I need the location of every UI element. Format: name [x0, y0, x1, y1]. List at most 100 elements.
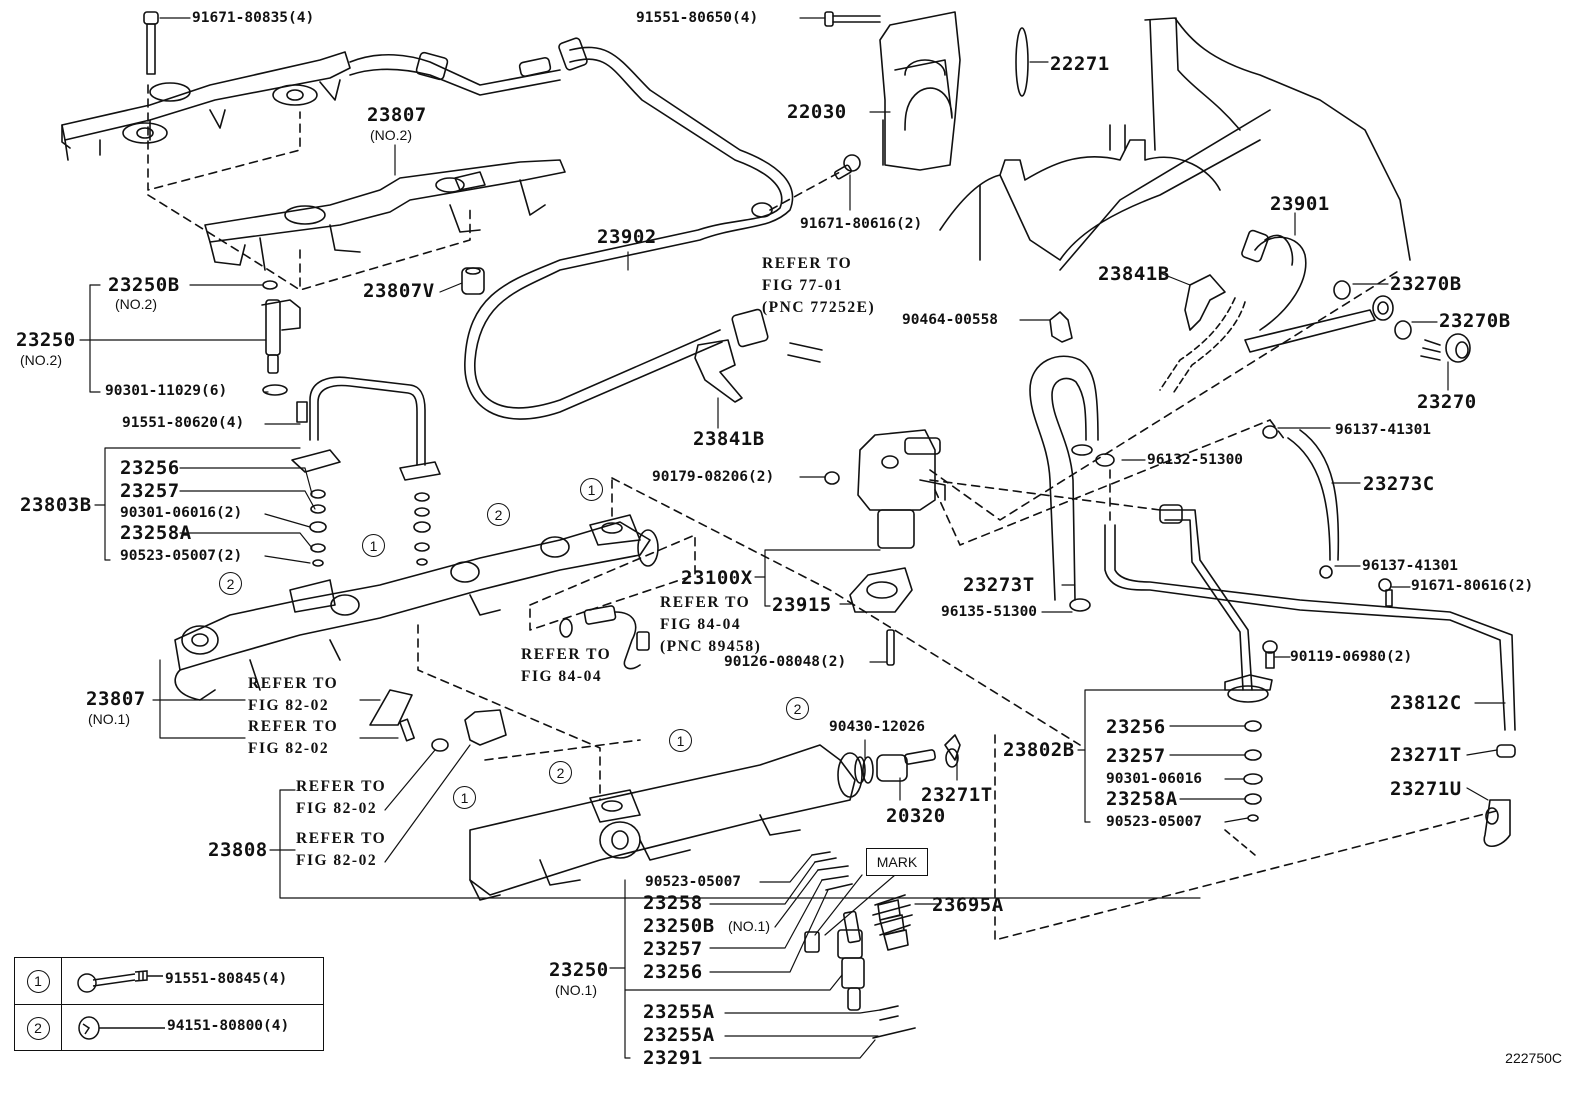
part-label[interactable]: 23250 [16, 329, 76, 351]
part-label[interactable]: 23258A [1106, 788, 1178, 810]
alignment-dashes-top-left [147, 84, 471, 291]
reference-note-fig-84-04[interactable]: REFER TO FIG 84-04 [521, 646, 612, 685]
reference-note-fig-82-02[interactable]: REFER TO FIG 82-02 [296, 778, 387, 817]
nut-90179-08206 [824, 471, 840, 485]
part-label[interactable]: 23915 [772, 594, 832, 616]
part-label[interactable]: 90301-11029(6) [105, 383, 228, 399]
part-label[interactable]: 90119-06980(2) [1290, 649, 1413, 665]
part-label[interactable]: 23802B [1003, 739, 1075, 761]
part-label[interactable]: 23807V [363, 280, 435, 302]
hose-clip-23841b-right [1184, 274, 1226, 331]
gasket-23915 [849, 567, 913, 613]
part-label[interactable]: 23902 [597, 226, 657, 248]
part-label[interactable]: 91671-80835(4) [192, 10, 315, 26]
part-label[interactable]: 91671-80616(2) [800, 216, 923, 232]
part-label[interactable]: 23250B [108, 274, 180, 296]
part-label[interactable]: 23291 [643, 1047, 703, 1069]
part-label[interactable]: 22030 [787, 101, 847, 123]
clip-23271t-mid [862, 734, 961, 784]
part-label[interactable]: 23695A [932, 894, 1004, 916]
part-label[interactable]: 96137-41301 [1335, 422, 1432, 438]
part-label[interactable]: 23100X [681, 567, 753, 589]
crossover-fuel-pipe [291, 376, 441, 481]
part-label[interactable]: 90301-06016(2) [120, 505, 243, 521]
part-label[interactable]: 23258 [643, 892, 703, 914]
hose-fittings-right [1483, 744, 1516, 848]
part-label[interactable]: 23256 [1106, 716, 1166, 738]
part-label[interactable]: 90430-12026 [829, 719, 926, 735]
part-label[interactable]: 22271 [1050, 53, 1110, 75]
part-label[interactable]: 23808 [208, 839, 268, 861]
part-label[interactable]: 23270B [1390, 273, 1462, 295]
part-label[interactable]: 91671-80616(2) [1411, 578, 1534, 594]
reference-note-fig-77-01[interactable]: REFER TO FIG 77-01 (PNC 77252E) [762, 255, 876, 316]
washer-stack-right [1224, 720, 1263, 856]
part-label[interactable]: 90126-08048(2) [724, 654, 847, 670]
reference-note-fig-82-02[interactable]: REFER TO FIG 82-02 [248, 675, 339, 714]
part-label[interactable]: 23812C [1390, 692, 1462, 714]
hose-23901 [1159, 229, 1394, 396]
legend-key: 2 [15, 1005, 62, 1051]
part-label[interactable]: 23250B [643, 915, 715, 937]
part-label[interactable]: 96132-51300 [1147, 452, 1244, 468]
part-label[interactable]: 90523-05007(2) [120, 548, 243, 564]
throttle-body [879, 11, 961, 171]
legend-part-number[interactable]: 91551-80845(4) [165, 971, 288, 987]
mark-box: MARK [866, 848, 928, 876]
hose-23273c [1262, 425, 1340, 579]
part-label[interactable]: 23257 [643, 938, 703, 960]
part-label[interactable]: 20320 [886, 805, 946, 827]
part-label[interactable]: 23803B [20, 494, 92, 516]
part-label[interactable]: 90301-06016 [1106, 771, 1203, 787]
fuel-pipe-23812c [1104, 504, 1516, 731]
part-label[interactable]: 23255A [643, 1024, 715, 1046]
part-label[interactable]: 90179-08206(2) [652, 469, 775, 485]
part-label[interactable]: 96137-41301 [1362, 558, 1459, 574]
part-label[interactable]: 23273T [963, 574, 1035, 596]
bracket-parts-left [369, 689, 507, 752]
part-label[interactable]: 23256 [120, 457, 180, 479]
clamp-90464-00558 [1049, 311, 1073, 343]
part-label[interactable]: 23807 [367, 104, 427, 126]
part-label[interactable]: 23270 [1417, 391, 1477, 413]
reference-note-fig-82-02[interactable]: REFER TO FIG 82-02 [296, 830, 387, 869]
part-sublabel: (NO.2) [115, 296, 157, 312]
flange-nut-icon [78, 1016, 165, 1040]
legend-row: 2 94151-80800(4) [15, 1004, 323, 1051]
part-label[interactable]: 23250 [549, 959, 609, 981]
part-label[interactable]: 91551-80650(4) [636, 10, 759, 26]
callout-1: 1 [669, 729, 692, 752]
part-label[interactable]: 23901 [1270, 193, 1330, 215]
part-label[interactable]: 90523-05007 [645, 874, 742, 890]
part-label[interactable]: 23271T [1390, 744, 1462, 766]
part-label[interactable]: 23271U [1390, 778, 1462, 800]
reference-note-fig-82-02[interactable]: REFER TO FIG 82-02 [248, 718, 339, 757]
part-label[interactable]: 23271T [921, 784, 993, 806]
part-label[interactable]: 96135-51300 [941, 604, 1038, 620]
callout-1: 1 [362, 534, 385, 557]
legend-part-number[interactable]: 94151-80800(4) [167, 1018, 290, 1034]
part-label[interactable]: 23807 [86, 688, 146, 710]
vsv-23100x [857, 429, 946, 549]
part-label[interactable]: 23273C [1363, 473, 1435, 495]
part-label[interactable]: 90464-00558 [902, 312, 999, 328]
leader-lines [79, 17, 1506, 1059]
part-label[interactable]: 90523-05007 [1106, 814, 1203, 830]
figure-id: 222750C [1505, 1050, 1562, 1066]
insulator-23695a [877, 899, 909, 951]
bolts-right [1262, 578, 1393, 669]
part-label[interactable]: 91551-80620(4) [122, 415, 245, 431]
part-label[interactable]: 23841B [693, 428, 765, 450]
part-label[interactable]: 23270B [1439, 310, 1511, 332]
part-label[interactable]: 23256 [643, 961, 703, 983]
part-label[interactable]: 23258A [120, 522, 192, 544]
reference-note-fig-84-04-pnc[interactable]: REFER TO FIG 84-04 (PNC 89458) [660, 594, 762, 655]
part-label[interactable]: 23257 [120, 480, 180, 502]
fuel-pressure-sensor [854, 748, 959, 784]
part-label[interactable]: 23255A [643, 1001, 715, 1023]
part-label[interactable]: 23257 [1106, 745, 1166, 767]
washer-stack-left [309, 489, 431, 567]
part-label[interactable]: 23841B [1098, 263, 1170, 285]
alignment-dashes-right [929, 269, 1401, 546]
